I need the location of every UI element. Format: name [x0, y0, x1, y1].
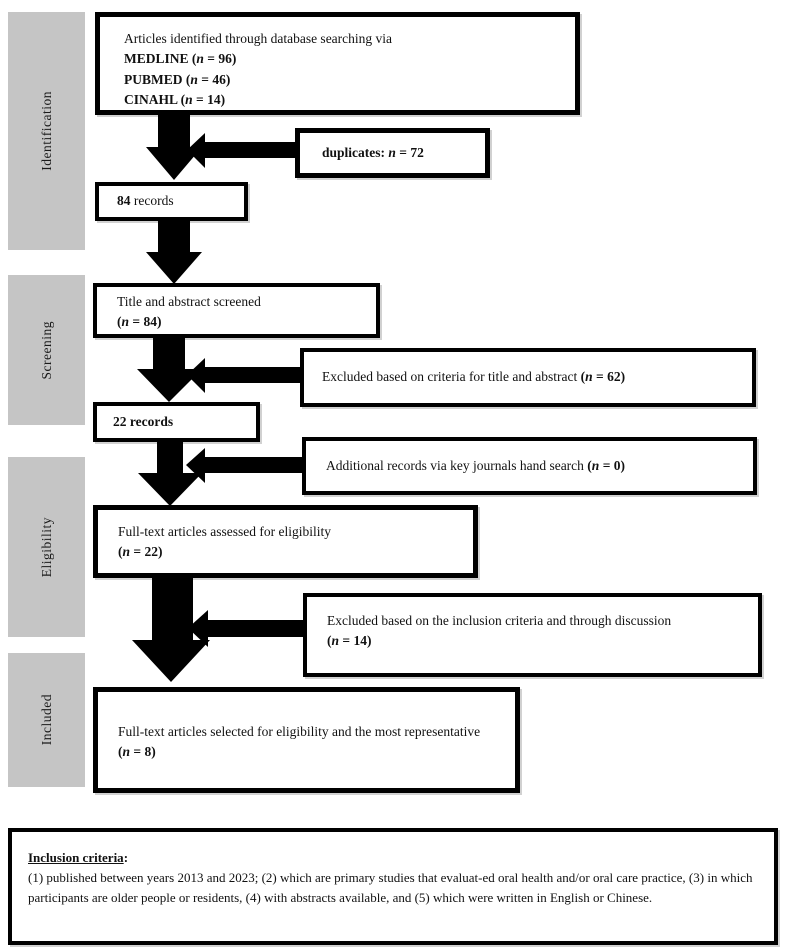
source-cinahl: CINAHL (n = 14) [124, 91, 226, 107]
box-database-search: Articles identified through database sea… [95, 12, 580, 115]
stage-identification-label: Identification [38, 91, 54, 171]
arrow-top-to-84records [146, 113, 202, 180]
arrow-excluded2-left [188, 610, 305, 647]
duplicates-text: duplicates: n = 72 [322, 144, 424, 160]
stage-eligibility-label: Eligibility [38, 516, 54, 578]
box-fulltext-selected: Full-text articles selected for eligibil… [93, 687, 520, 793]
inclusion-criteria-heading: Inclusion criteria: [28, 850, 129, 865]
stage-included: Included [8, 653, 85, 787]
screened-text: Title and abstract screened [117, 294, 261, 309]
box-84-records: 84 records [95, 182, 248, 221]
stage-included-label: Included [38, 694, 54, 746]
stage-identification: Identification [8, 12, 85, 250]
arrow-assessed-to-selected [132, 577, 210, 682]
box-title-abstract-screened: Title and abstract screened (n = 84) [93, 283, 380, 338]
box-excluded-discussion: Excluded based on the inclusion criteria… [303, 593, 762, 677]
inclusion-criteria-body: (1) published between years 2013 and 202… [28, 870, 753, 906]
84-records-text: 84 records [117, 193, 174, 209]
source-medline: MEDLINE (n = 96) [124, 51, 237, 67]
arrow-22records-to-assessed [138, 441, 202, 506]
screened-count: (n = 84) [117, 314, 162, 330]
box-duplicates: duplicates: n = 72 [295, 128, 490, 178]
database-search-title: Articles identified through database sea… [124, 31, 393, 46]
box-additional-records: Additional records via key journals hand… [302, 437, 757, 495]
arrow-excluded1-left [187, 358, 302, 393]
22-records-text: 22 records [113, 413, 174, 429]
box-fulltext-assessed: Full-text articles assessed for eligibil… [93, 505, 478, 578]
assessed-text: Full-text articles assessed for eligibil… [118, 524, 331, 539]
source-pubmed: PUBMED (n = 46) [124, 71, 231, 87]
stage-screening-label: Screening [38, 320, 54, 380]
arrow-duplicates-left [187, 133, 297, 168]
box-22-records: 22 records [93, 402, 260, 442]
excluded-title-abstract-text: Excluded based on criteria for title and… [322, 369, 626, 385]
stage-screening: Screening [8, 275, 85, 425]
arrow-screened-to-22records [137, 337, 202, 402]
excluded-discussion-count: (n = 14) [327, 633, 372, 649]
arrow-84records-to-screened [146, 220, 202, 284]
box-excluded-title-abstract: Excluded based on criteria for title and… [300, 348, 756, 407]
assessed-count: (n = 22) [118, 544, 163, 560]
additional-records-text: Additional records via key journals hand… [326, 457, 626, 473]
arrow-additional-left [186, 448, 304, 483]
selected-text: Full-text articles selected for eligibil… [118, 724, 481, 739]
excluded-discussion-text: Excluded based on the inclusion criteria… [327, 613, 672, 628]
stage-eligibility: Eligibility [8, 457, 85, 637]
selected-count: (n = 8) [118, 744, 156, 760]
box-inclusion-criteria: Inclusion criteria: (1) published betwee… [8, 828, 778, 945]
